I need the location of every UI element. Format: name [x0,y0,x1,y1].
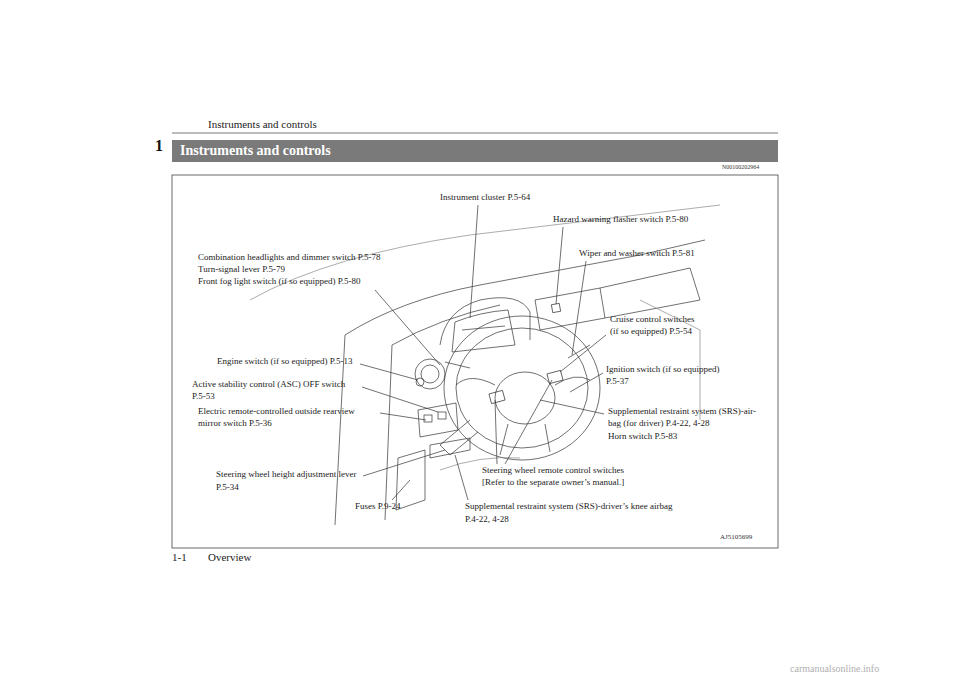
document-code: N00100202964 [722,164,759,171]
callout-label: bag (for driver) P.4-22, 4-28 [608,419,709,429]
section-number: 1 [155,137,163,155]
callout-label: Steering wheel height adjustment lever [216,470,356,480]
page-number: 1-1 [172,551,187,563]
callout-label: Electric remote-controlled outside rearv… [198,407,355,417]
callout-label: Combination headlights and dimmer switch… [198,253,380,263]
callout-label: Fuses P.9-24 [355,502,401,512]
callout-label: Supplemental restraint system (SRS)-air- [608,407,756,417]
watermark: carmanualsonline.info [790,663,879,674]
callout-label: Cruise control switches [610,315,695,325]
callout-label: (if so equipped) P.5-54 [610,327,692,337]
callout-label: Instrument cluster P.5-64 [440,193,530,203]
running-header: Instruments and controls [208,118,317,130]
callout-label: Active stability control (ASC) OFF switc… [192,380,345,390]
leader-lines [360,205,606,500]
callout-label: Ignition switch (if so equipped) [606,365,719,375]
section-heading-band: Instruments and controls [172,140,778,162]
callout-label: Front fog light switch (if so equipped) … [198,277,361,287]
header-rule [172,133,778,134]
callout-label: P.5-34 [216,483,239,493]
callout-label: [Refer to the separate owner’s manual.] [482,478,624,488]
callout-label: Supplemental restraint system (SRS)-driv… [465,502,673,512]
heading-text: Instruments and controls [180,143,770,159]
callout-label: P.5-37 [606,377,629,387]
callout-label: Turn-signal lever P.5-79 [198,265,285,275]
callout-label: P.4-22, 4-28 [465,515,509,525]
callout-label: Wiper and washer switch P.5-81 [579,249,695,259]
callout-label: Hazard warning flasher switch P.5-80 [553,215,688,225]
figure-frame [172,175,778,548]
callout-label: P.5-53 [192,392,215,402]
callout-label: Horn switch P.5-83 [608,432,677,442]
callout-label: Engine switch (if so equipped) P.5-13 [217,357,352,367]
callout-label: mirror switch P.5-36 [198,419,272,429]
callout-label: Steering wheel remote control switches [482,466,624,476]
footer-title: Overview [208,551,251,563]
figure-code: AJ5105699 [720,534,752,542]
